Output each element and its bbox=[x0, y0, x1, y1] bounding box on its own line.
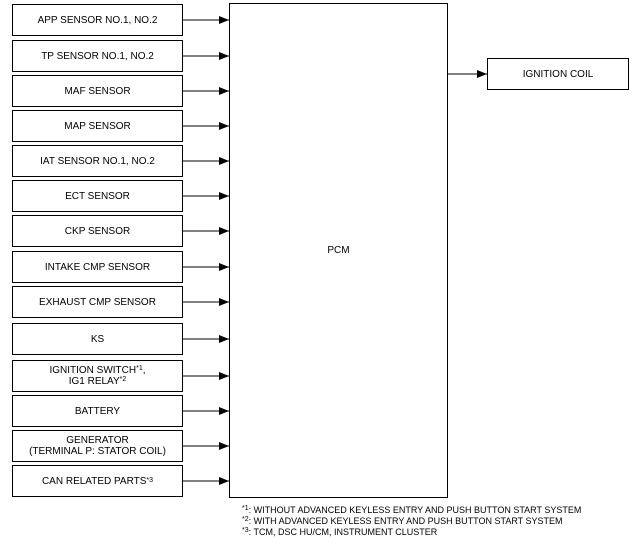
footnote-3: *3: TCM, DSC HU/CM, INSTRUMENT CLUSTER bbox=[242, 527, 438, 537]
input-ect-sensor: ECT SENSOR bbox=[12, 180, 183, 212]
input-label: EXHAUST CMP SENSOR bbox=[39, 296, 156, 308]
pcm-box: PCM bbox=[229, 3, 448, 498]
input-label: MAF SENSOR bbox=[64, 85, 131, 97]
input-maf-sensor: MAF SENSOR bbox=[12, 75, 183, 107]
input-ks: KS bbox=[12, 323, 183, 355]
input-label: KS bbox=[90, 333, 105, 345]
output-label: IGNITION COIL bbox=[522, 68, 594, 80]
input-label: ECT SENSOR bbox=[65, 190, 130, 202]
input-can-related-parts: CAN RELATED PARTS *3 bbox=[12, 465, 183, 497]
footnote-mark: *1 bbox=[136, 365, 143, 372]
input-label-line-2: IG1 RELAY*2 bbox=[68, 376, 127, 387]
input-app-sensor: APP SENSOR NO.1, NO.2 bbox=[12, 4, 183, 36]
input-label-line-1: IGNITION SWITCH*1, bbox=[49, 365, 146, 376]
input-generator: GENERATOR (TERMINAL P: STATOR COIL) bbox=[12, 430, 183, 462]
footnote-1: *1: WITHOUT ADVANCED KEYLESS ENTRY AND P… bbox=[242, 505, 582, 515]
input-exhaust-cmp-sensor: EXHAUST CMP SENSOR bbox=[12, 286, 183, 318]
input-label: IAT SENSOR NO.1, NO.2 bbox=[40, 155, 155, 167]
input-label: TP SENSOR NO.1, NO.2 bbox=[41, 50, 154, 62]
input-label: INTAKE CMP SENSOR bbox=[44, 261, 151, 273]
input-label: APP SENSOR NO.1, NO.2 bbox=[37, 14, 158, 26]
input-map-sensor: MAP SENSOR bbox=[12, 110, 183, 142]
input-iat-sensor: IAT SENSOR NO.1, NO.2 bbox=[12, 145, 183, 177]
output-ignition-coil: IGNITION COIL bbox=[487, 58, 629, 90]
footnote-2: *2: WITH ADVANCED KEYLESS ENTRY AND PUSH… bbox=[242, 516, 563, 526]
input-label: CAN RELATED PARTS bbox=[41, 475, 147, 487]
footnotes: *1: WITHOUT ADVANCED KEYLESS ENTRY AND P… bbox=[242, 505, 581, 538]
input-ignition-switch-ig1-relay: IGNITION SWITCH*1, IG1 RELAY*2 bbox=[12, 360, 183, 392]
pcm-label: PCM bbox=[327, 245, 350, 256]
input-label-line-1: GENERATOR bbox=[66, 435, 129, 446]
input-label-line-2: (TERMINAL P: STATOR COIL) bbox=[29, 446, 166, 457]
input-label: CKP SENSOR bbox=[64, 225, 131, 237]
input-label: BATTERY bbox=[74, 405, 121, 417]
input-battery: BATTERY bbox=[12, 395, 183, 427]
footnote-mark: *2 bbox=[119, 376, 127, 383]
input-tp-sensor: TP SENSOR NO.1, NO.2 bbox=[12, 40, 183, 72]
input-intake-cmp-sensor: INTAKE CMP SENSOR bbox=[12, 251, 183, 283]
input-label: MAP SENSOR bbox=[64, 120, 131, 132]
input-ckp-sensor: CKP SENSOR bbox=[12, 215, 183, 247]
